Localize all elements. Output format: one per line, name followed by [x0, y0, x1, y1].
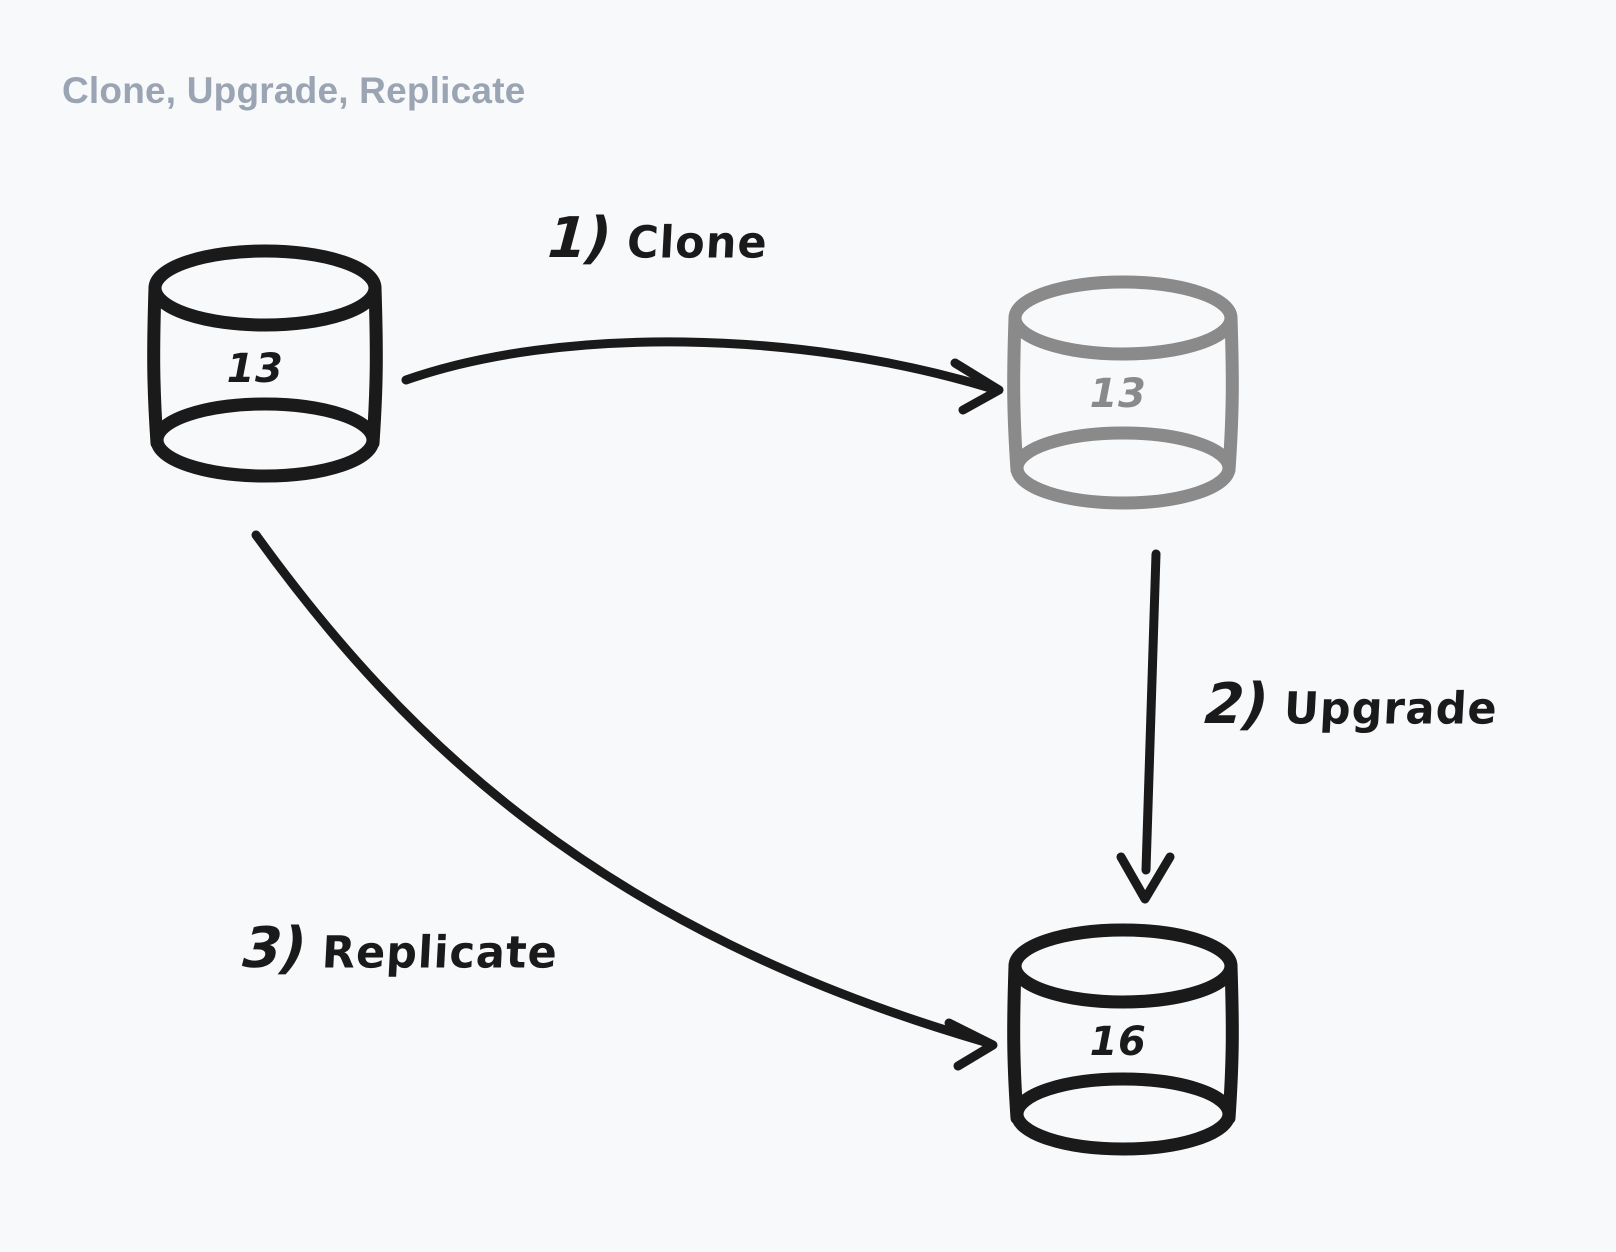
node-source-db[interactable]: 13: [147, 244, 383, 483]
node-value-label: 13: [1090, 371, 1147, 417]
arrow-head: [950, 358, 1004, 415]
step-text: Clone: [625, 217, 769, 269]
node-upgraded-db[interactable]: 16: [1007, 923, 1239, 1156]
arrow-shaft: [1141, 549, 1161, 875]
step-number: 2): [1202, 672, 1270, 737]
cylinder-right-wall: [1222, 311, 1239, 477]
cylinder-left-wall: [1007, 959, 1024, 1125]
cylinder-top-ellipse: [1008, 275, 1238, 361]
node-clone-db[interactable]: 13: [1007, 275, 1239, 510]
cylinder-left-wall: [1007, 311, 1024, 477]
node-value-label: 13: [227, 346, 284, 392]
arrow-shaft: [251, 530, 990, 1047]
cylinder-bottom-ellipse: [150, 397, 380, 483]
node-value-label: 16: [1090, 1019, 1147, 1065]
page-title: Clone, Upgrade, Replicate: [62, 70, 526, 111]
step-label-replicate: 3) Replicate: [240, 916, 559, 981]
straight-arrow-down-icon: [1116, 549, 1175, 904]
cylinder-bottom-ellipse: [1010, 1072, 1236, 1156]
cylinder-top-ellipse: [1008, 923, 1238, 1009]
step-label-clone: 1) Clone: [545, 206, 769, 271]
arrow-head: [944, 1018, 998, 1071]
step-number: 3): [240, 916, 308, 981]
step-text: Replicate: [320, 927, 559, 979]
arrow-shaft: [401, 337, 995, 393]
cylinder-bottom-ellipse: [1010, 426, 1236, 510]
curved-arrow-right-icon: [401, 337, 1004, 415]
cylinder-right-wall: [366, 281, 383, 450]
step-text: Upgrade: [1282, 683, 1499, 735]
curved-arrow-down-right-icon: [251, 530, 998, 1071]
step-label-upgrade: 2) Upgrade: [1202, 672, 1499, 737]
cylinder-top-ellipse: [148, 244, 382, 332]
step-number: 1): [545, 206, 613, 271]
arrow-head: [1116, 852, 1175, 904]
cylinder-left-wall: [147, 281, 164, 450]
cylinder-right-wall: [1222, 959, 1239, 1125]
